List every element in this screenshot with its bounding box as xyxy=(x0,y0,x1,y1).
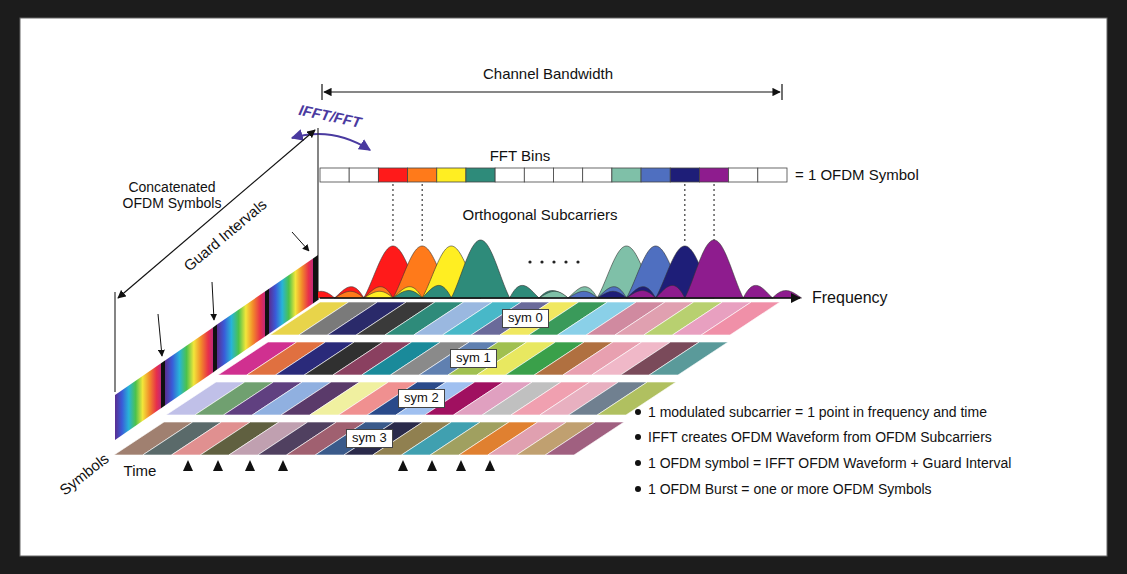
pilot-markers xyxy=(183,460,495,471)
fft-bins-bar xyxy=(320,168,787,182)
ofdm-symbol-strip xyxy=(166,382,676,415)
subcarrier-peak xyxy=(393,240,568,298)
symbol-waveform xyxy=(115,363,161,440)
fft-bin xyxy=(408,168,437,182)
symbol-label-box: sym 2 xyxy=(398,389,445,408)
bullet-dot xyxy=(635,434,641,440)
bullet-note: IFFT creates OFDM Waveform from OFDM Sub… xyxy=(648,429,992,445)
ellipsis-dot xyxy=(564,260,567,263)
ellipsis-dot xyxy=(576,260,579,263)
fft-bin xyxy=(670,168,699,182)
equation-label: = 1 OFDM Symbol xyxy=(795,166,919,183)
fft-bin xyxy=(758,168,787,182)
fft-bin xyxy=(437,168,466,182)
fft-bin xyxy=(729,168,758,182)
ofdm-symbol-strip xyxy=(270,302,780,335)
bin-leader-dotted xyxy=(714,184,715,244)
subcarrier-peak xyxy=(597,246,772,298)
symbol-label-box: sym 1 xyxy=(450,349,497,368)
bin-leader-dotted xyxy=(684,184,685,244)
guard-pointer xyxy=(212,282,214,320)
symbol-label: sym 2 xyxy=(404,391,439,406)
fft-bin xyxy=(554,168,583,182)
fft-bin xyxy=(583,168,612,182)
subcarrier-peaks xyxy=(305,240,801,298)
bullet-dot xyxy=(635,486,641,492)
guard-interval-bar xyxy=(213,325,217,373)
subcarrier-label: Orthogonal Subcarriers xyxy=(462,206,617,223)
subcarrier-cell xyxy=(545,422,624,455)
pilot-triangle xyxy=(485,460,495,471)
dimension-label: Channel Bandwidth xyxy=(483,65,613,82)
subcarrier-peak xyxy=(626,240,801,298)
fft-bin xyxy=(524,168,553,182)
bracket-tick xyxy=(114,292,115,392)
white-panel xyxy=(20,18,1107,556)
guard-pointer xyxy=(158,314,162,356)
ofdm-symbol-strip xyxy=(218,342,728,375)
frequency-axis xyxy=(320,297,800,299)
bullet-note: 1 OFDM symbol = IFFT OFDM Waveform + Gua… xyxy=(648,455,1011,471)
subcarrier-peak xyxy=(364,246,539,298)
axis-label: Symbols xyxy=(56,449,112,498)
fft-bin xyxy=(378,168,407,182)
symbol-label: sym 0 xyxy=(508,311,543,326)
symbol-label-box: sym 0 xyxy=(502,309,549,328)
bullet-note: 1 OFDM Burst = one or more OFDM Symbols xyxy=(648,481,932,497)
symbol-waveform xyxy=(165,327,213,405)
symbol-waveform xyxy=(217,292,265,370)
pilot-triangle xyxy=(213,460,223,471)
bullet-dot xyxy=(635,460,641,466)
fft-bin xyxy=(320,168,349,182)
ellipsis-dot xyxy=(552,260,555,263)
ellipsis-dot xyxy=(528,260,531,263)
concatenated-bracket xyxy=(118,130,315,298)
guard-interval-bar xyxy=(265,289,269,337)
axis-label: Frequency xyxy=(812,289,888,307)
ifft-arc-arrow xyxy=(292,134,370,150)
fft-bin xyxy=(699,168,728,182)
bin-leader-dotted xyxy=(422,184,423,244)
bracket-tick xyxy=(781,84,782,100)
symbol-label-box: sym 3 xyxy=(346,429,393,448)
bracket-tick xyxy=(321,84,322,100)
pilot-triangle xyxy=(398,460,408,471)
bullet-note: 1 modulated subcarrier = 1 point in freq… xyxy=(648,404,987,420)
symbol-label: sym 3 xyxy=(352,431,387,446)
pilot-triangle xyxy=(278,460,288,471)
bandwidth-bracket xyxy=(324,91,780,92)
subcarrier-cell xyxy=(701,302,780,335)
axis-label: Time xyxy=(124,462,157,479)
ellipsis-dot xyxy=(540,260,543,263)
ofdm-symbol-strip xyxy=(114,422,624,455)
pilot-triangle xyxy=(183,460,193,471)
time-band xyxy=(115,255,318,440)
subcarrier-cell xyxy=(649,342,728,375)
symbol-label: sym 1 xyxy=(456,351,491,366)
pilot-triangle xyxy=(245,460,255,471)
transform-label: IFFT/FFT xyxy=(297,101,363,131)
guard-interval-bar xyxy=(313,255,318,303)
ellipsis-dots xyxy=(528,260,579,263)
bracket-label: Concatenated OFDM Symbols xyxy=(122,179,222,211)
symbol-waveform xyxy=(269,258,313,333)
bin-leader-dotted xyxy=(392,184,393,244)
fft-bin xyxy=(466,168,495,182)
guard-pointer xyxy=(292,232,309,251)
fft-bin xyxy=(349,168,378,182)
pilot-triangle xyxy=(456,460,466,471)
bar-label: FFT Bins xyxy=(490,147,551,164)
fft-bin xyxy=(495,168,524,182)
fft-bin xyxy=(641,168,670,182)
pilot-triangle xyxy=(427,460,437,471)
fft-bin xyxy=(612,168,641,182)
guard-interval-bar xyxy=(161,361,165,409)
bullet-dot xyxy=(635,409,641,415)
